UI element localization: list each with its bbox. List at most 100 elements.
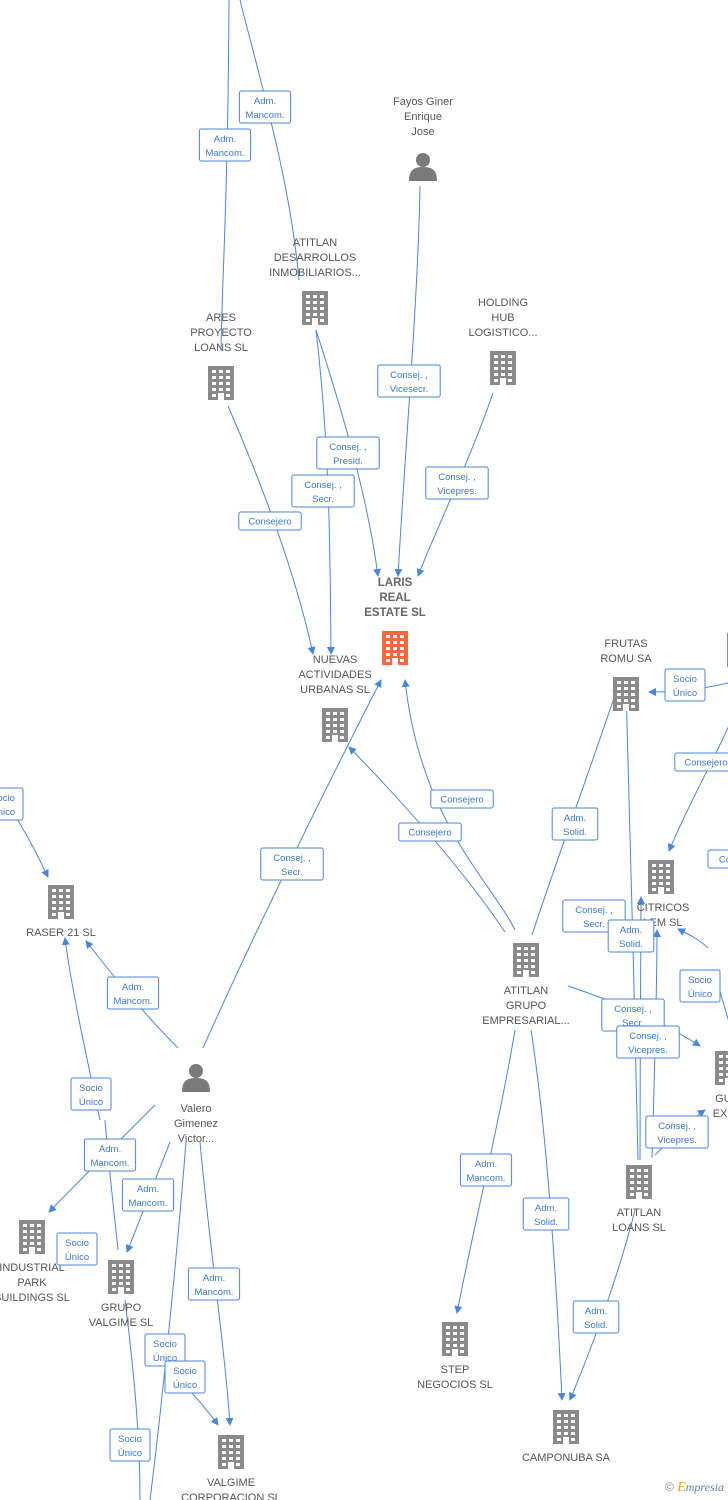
edge-label-e29[interactable]: Adm. Solid. bbox=[522, 1197, 570, 1231]
node-label-step-line-1: STEP bbox=[441, 1364, 470, 1376]
edge-label-e26-text-1: Adm. bbox=[475, 1159, 497, 1170]
edge-label-e27[interactable]: Adm.Mancom. bbox=[187, 1267, 241, 1301]
frutas-building-icon[interactable] bbox=[613, 677, 639, 711]
edge-label-e6[interactable]: Consej. ,Vicepres. bbox=[425, 466, 489, 500]
edge-line-27 bbox=[530, 1029, 566, 1401]
atitlan_des-building-icon[interactable] bbox=[302, 291, 328, 325]
edge-label-e30[interactable]: Adm.Solid. bbox=[572, 1300, 620, 1334]
edge-label-e30-text-1: Adm. bbox=[585, 1306, 607, 1317]
edge-label-e8[interactable]: Consejero bbox=[430, 789, 494, 809]
node-valero[interactable]: ValeroGimenezVictor... bbox=[174, 1064, 218, 1145]
edge-label-e3-text-2: Vicesecr. bbox=[390, 384, 428, 395]
node-label-nuevas-line-2: ACTIVIDADES bbox=[298, 669, 371, 681]
edge-label-e15-text-1: Consej. , bbox=[575, 905, 613, 916]
edge-label-e2[interactable]: Adm.Mancom. bbox=[198, 128, 252, 162]
edge-label-e4[interactable]: Consej. ,Presid. bbox=[316, 436, 380, 470]
valero-person-icon[interactable] bbox=[182, 1064, 210, 1092]
atitlan_loans-building-icon[interactable] bbox=[626, 1165, 652, 1199]
edge-label-e5[interactable]: Consej. ,Secr. bbox=[291, 474, 355, 508]
edge-label-e16-text-1: Adm. bbox=[620, 925, 642, 936]
step-building-icon[interactable] bbox=[442, 1322, 468, 1356]
node-guil[interactable]: GUILEXPO bbox=[713, 1051, 728, 1120]
edge-label-e1[interactable]: Adm.Mancom. bbox=[238, 90, 292, 124]
edge-label-e29-text-2: Solid. bbox=[534, 1217, 558, 1228]
edge-label-e16[interactable]: Adm.Solid. bbox=[607, 919, 655, 953]
edge-label-e3[interactable]: Consej. , Vicesecr. bbox=[377, 364, 441, 398]
edge-label-e24[interactable]: Adm.Mancom. bbox=[121, 1178, 175, 1212]
edge-label-e3-text-1: Consej. , bbox=[390, 370, 428, 381]
edge-label-e26[interactable]: Adm.Mancom. bbox=[459, 1153, 513, 1187]
fayos-person-icon[interactable] bbox=[409, 153, 437, 181]
edge-label-e21[interactable]: Adm.Mancom. bbox=[106, 976, 160, 1010]
edge-label-e31-text-2: Único bbox=[173, 1380, 197, 1391]
camponuba-building-icon[interactable] bbox=[553, 1410, 579, 1444]
node-label-citricos-line-1: CITRICOS bbox=[637, 902, 690, 914]
node-label-raser-line-1: RASER 21 SL bbox=[26, 927, 96, 939]
node-label-atitlan_des-line-1: ATITLAN bbox=[293, 237, 337, 249]
node-holding[interactable]: HOLDINGHUBLOGISTICO... bbox=[468, 297, 538, 385]
edge-label-e22-text-1: Socio bbox=[79, 1083, 103, 1094]
node-raser[interactable]: RASER 21 SL bbox=[26, 885, 96, 939]
atitlan_grupo-building-icon[interactable] bbox=[513, 943, 539, 977]
node-atitlan_grupo[interactable]: ATITLANGRUPOEMPRESARIAL... bbox=[482, 943, 570, 1027]
guil-building-icon[interactable] bbox=[715, 1051, 728, 1085]
node-label-laris-line-1: LARIS bbox=[378, 577, 413, 589]
ares-building-icon[interactable] bbox=[208, 366, 234, 400]
edge-label-e10[interactable]: Consej. ,Secr. bbox=[260, 847, 324, 881]
industrial-building-icon[interactable] bbox=[19, 1220, 45, 1254]
node-label-laris-line-3: ESTATE SL bbox=[364, 607, 426, 619]
edge-label-e24-text-2: Mancom. bbox=[128, 1198, 167, 1209]
edge-label-e32[interactable]: Co bbox=[707, 849, 728, 869]
edge-label-e6-text-2: Vicepres. bbox=[437, 486, 476, 497]
holding-building-icon[interactable] bbox=[490, 351, 516, 385]
node-label-atitlan_grupo-line-1: ATITLAN bbox=[504, 985, 548, 997]
node-label-valero-line-3: Victor... bbox=[178, 1133, 214, 1145]
node-label-valgime_corp-line-2: CORPORACION SL bbox=[181, 1492, 281, 1500]
edge-label-e13[interactable]: Adm.Solid. bbox=[551, 807, 599, 841]
laris-building-icon[interactable] bbox=[382, 631, 408, 665]
edge-label-e23[interactable]: Adm.Mancom. bbox=[83, 1138, 137, 1172]
edge-label-e13-text-2: Solid. bbox=[563, 827, 587, 838]
node-atitlan_des[interactable]: ATITLANDESARROLLOSINMOBILIARIOS... bbox=[269, 237, 361, 325]
edge-label-e20[interactable]: Consej. ,Vicepres. bbox=[645, 1115, 709, 1149]
nuevas-building-icon[interactable] bbox=[322, 708, 348, 742]
grupo_valgime-building-icon[interactable] bbox=[108, 1260, 134, 1294]
edge-label-e5-text-1: Consej. , bbox=[304, 480, 342, 491]
edge-label-e7[interactable]: Consejero bbox=[238, 511, 302, 531]
node-camponuba[interactable]: CAMPONUBA SA bbox=[522, 1410, 611, 1464]
edge-label-e1-text-2: Mancom. bbox=[245, 110, 284, 121]
edge-label-e29-text-1: Adm. bbox=[535, 1203, 557, 1214]
edge-line-2 bbox=[239, 0, 300, 281]
edge-label-e9[interactable]: Consejero bbox=[398, 822, 462, 842]
citricos-building-icon[interactable] bbox=[648, 860, 674, 894]
edge-label-e19[interactable]: Consej. ,Vicepres. bbox=[616, 1025, 680, 1059]
edge-label-e9-text-1: Consejero bbox=[408, 828, 451, 839]
edge-label-e17-text-2: Único bbox=[688, 989, 712, 1000]
node-label-fayos-line-2: Enrique bbox=[404, 111, 442, 123]
edge-label-e12[interactable]: Consejero bbox=[674, 752, 728, 772]
edge-label-e8-text-1: Consejero bbox=[440, 795, 483, 806]
valgime_corp-building-icon[interactable] bbox=[218, 1435, 244, 1469]
edge-line-14 bbox=[677, 928, 709, 949]
raser-building-icon[interactable] bbox=[48, 885, 74, 919]
